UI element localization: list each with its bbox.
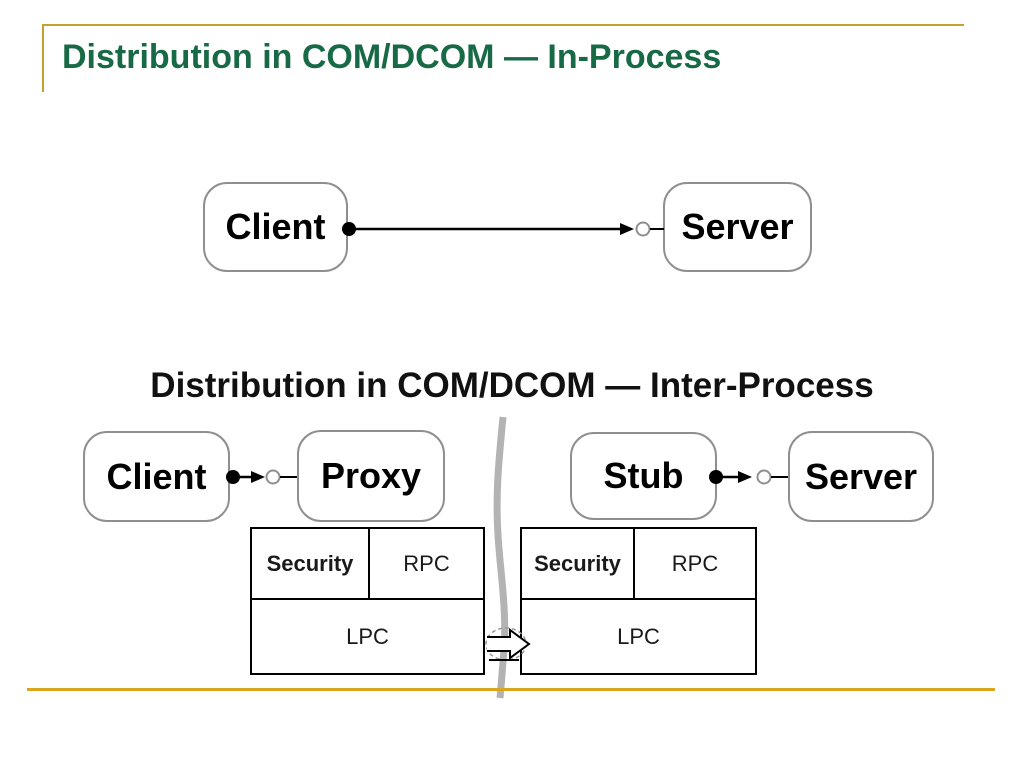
slide-title: Distribution in COM/DCOM — In-Process (62, 38, 722, 76)
proxy-rpc-cell: RPC (403, 550, 450, 576)
stub-lpc-cell: LPC (617, 623, 660, 649)
process-boundary-line (493, 416, 509, 699)
inprocess-server-box: Server (663, 182, 812, 272)
stub-security-cell: Security (522, 529, 635, 598)
proxy-security-cell: Security (252, 529, 370, 598)
proxy-protocol-stack: Security RPC LPC (250, 527, 485, 675)
interprocess-server-box: Server (788, 431, 934, 522)
arrowhead-icon (251, 471, 265, 483)
proxy-lpc-cell: LPC (346, 623, 389, 649)
frame-left-line (42, 24, 44, 92)
stub-protocol-stack: Security RPC LPC (520, 527, 757, 675)
stub-stack-top-row: Security RPC (522, 529, 755, 600)
interprocess-proxy-box: Proxy (297, 430, 445, 522)
interprocess-stub-label: Stub (603, 455, 684, 496)
interprocess-client-box: Client (83, 431, 230, 522)
inprocess-client-box: Client (203, 182, 348, 272)
interprocess-proxy-label: Proxy (320, 455, 422, 496)
inprocess-connector (342, 221, 664, 237)
proxy-stack-top-row: Security RPC (252, 529, 483, 600)
inprocess-server-label: Server (681, 206, 794, 247)
interface-lollipop-icon (756, 469, 772, 485)
interprocess-title: Distribution in COM/DCOM — Inter-Process (150, 366, 874, 405)
client-proxy-connector (226, 469, 297, 485)
inprocess-client-label: Client (225, 206, 326, 247)
interprocess-server-label: Server (804, 455, 918, 497)
arrowhead-icon (620, 223, 634, 235)
interprocess-stub-box: Stub (570, 432, 717, 520)
frame-bottom-line (27, 688, 995, 691)
stub-rpc-cell: RPC (671, 550, 719, 576)
interface-lollipop-icon (265, 469, 281, 485)
frame-top-line (42, 24, 964, 26)
arrowhead-icon (738, 471, 752, 483)
stub-server-connector (709, 469, 788, 485)
interface-lollipop-icon (635, 221, 651, 237)
interprocess-client-label: Client (106, 455, 207, 497)
